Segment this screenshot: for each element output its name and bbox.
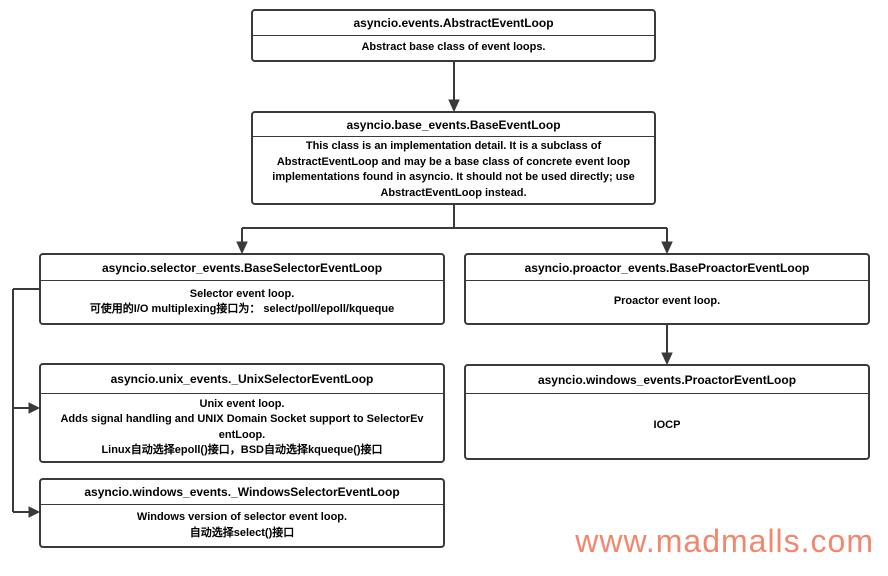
- node-base-selector-event-loop: asyncio.selector_events.BaseSelectorEven…: [39, 253, 445, 325]
- node-base-proactor-event-loop: asyncio.proactor_events.BaseProactorEven…: [464, 253, 870, 325]
- node-unix-selector-event-loop-description: Unix event loop. Adds signal handling an…: [60, 397, 424, 457]
- edge-abstract-to-base: [448, 62, 460, 113]
- node-base-selector-event-loop-title: asyncio.selector_events.BaseSelectorEven…: [41, 255, 443, 281]
- node-base-event-loop-title: asyncio.base_events.BaseEventLoop: [253, 113, 654, 137]
- edge-base-to-children: [236, 205, 673, 255]
- node-base-proactor-event-loop-description: Proactor event loop.: [613, 295, 721, 308]
- node-abstract-event-loop-title: asyncio.events.AbstractEventLoop: [253, 11, 654, 36]
- node-windows-proactor-event-loop-title: asyncio.windows_events.ProactorEventLoop: [466, 366, 868, 394]
- node-abstract-event-loop-description: Abstract base class of event loops.: [361, 41, 546, 54]
- node-windows-selector-event-loop-description: Windows version of selector event loop. …: [136, 511, 348, 539]
- node-windows-proactor-event-loop-description: IOCP: [653, 419, 681, 432]
- node-unix-selector-event-loop-title: asyncio.unix_events._UnixSelectorEventLo…: [41, 365, 443, 394]
- node-windows-selector-event-loop-title: asyncio.windows_events._WindowsSelectorE…: [41, 480, 443, 505]
- watermark: www.madmalls.com: [575, 523, 874, 559]
- node-base-event-loop-description: This class is an implementation detail. …: [272, 140, 635, 199]
- edge-selector-to-children: [12, 288, 41, 518]
- node-unix-selector-event-loop: asyncio.unix_events._UnixSelectorEventLo…: [39, 363, 445, 463]
- node-base-selector-event-loop-description: Selector event loop. 可使用的I/O multiplexin…: [89, 287, 395, 316]
- edge-proactor-to-windows-proactor: [661, 325, 673, 366]
- node-windows-proactor-event-loop: asyncio.windows_events.ProactorEventLoop…: [464, 364, 870, 460]
- node-abstract-event-loop: asyncio.events.AbstractEventLoop Abstrac…: [251, 9, 656, 62]
- node-base-event-loop: asyncio.base_events.BaseEventLoop This c…: [251, 111, 656, 205]
- node-windows-selector-event-loop: asyncio.windows_events._WindowsSelectorE…: [39, 478, 445, 548]
- node-base-proactor-event-loop-title: asyncio.proactor_events.BaseProactorEven…: [466, 255, 868, 281]
